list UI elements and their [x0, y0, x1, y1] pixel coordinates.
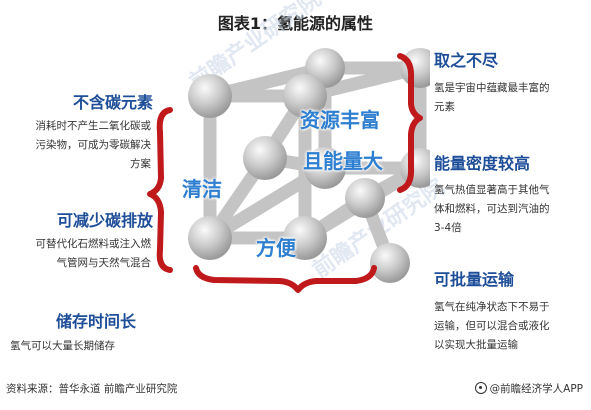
description-line: 氢气热值显著高于其他气 — [434, 184, 550, 196]
description-line: 方案 — [130, 158, 151, 170]
feature-description: 可替代化石燃料或注入燃 气管网与天然气混合 — [36, 235, 152, 273]
bottom-brace — [193, 265, 377, 293]
feature-description: 氢是宇宙中蕴藏最丰富的 元素 — [434, 79, 550, 117]
feature-heading: 可减少碳排放 — [56, 211, 153, 230]
description-line: 元素 — [434, 101, 455, 113]
description-line: 气管网与天然气混合 — [56, 257, 152, 269]
feature-description: 氢气在纯净状态下不易于 运输，但可以混合或液化 以实现大批量运输 — [434, 298, 550, 355]
description-line: 运输，但可以混合或液化 — [434, 320, 550, 332]
label-convenient: 方便 — [256, 236, 296, 260]
cube-sphere — [345, 178, 385, 218]
description-line: 体和燃料，可达到汽油的 — [434, 203, 550, 215]
label-clean: 清洁 — [182, 177, 222, 201]
cube-illustration — [188, 48, 430, 283]
description-line: 污染物，可成为零碳解决 — [35, 139, 152, 151]
description-line: 氢是宇宙中蕴藏最丰富的 — [434, 82, 550, 94]
feature-description: 氢气热值显著高于其他气 体和燃料，可达到汽油的 3-4倍 — [434, 181, 550, 238]
feature-description: 消耗时不产生二氧化碳或 污染物，可成为零碳解决 方案 — [36, 117, 152, 174]
cube-sphere — [188, 216, 232, 260]
feature-heading: 能量密度较高 — [434, 154, 531, 173]
label-rich-resources: 资源丰富 — [300, 108, 380, 132]
cube-sphere — [243, 136, 287, 180]
cube-sphere — [283, 216, 327, 260]
feature-heading: 可批量运输 — [434, 270, 515, 289]
source-note: 资料来源：普华永道 前瞻产业研究院 — [6, 383, 178, 395]
description-line: 可替代化石燃料或注入燃 — [35, 238, 152, 250]
feature-description: 氢气可以大量长期储存 — [10, 337, 115, 356]
description-line: 消耗时不产生二氧化碳或 — [35, 120, 152, 132]
feature-heading: 不含碳元素 — [72, 93, 153, 112]
brand-credit-text: @前瞻经济学人APP — [489, 383, 583, 395]
description-line: 氢气可以大量长期储存 — [10, 340, 115, 352]
brand-credit: @前瞻经济学人APP — [474, 381, 583, 396]
left-brace — [147, 107, 173, 273]
description-line: 氢气在纯净状态下不易于 — [434, 301, 550, 313]
chart-title: 图表1：氢能源的属性 — [217, 14, 374, 33]
description-line: 以实现大批量运输 — [434, 339, 518, 351]
feature-heading: 取之不尽 — [434, 51, 499, 70]
brand-logo-icon — [474, 382, 487, 394]
cube-sphere — [283, 74, 327, 118]
description-line: 3-4倍 — [434, 222, 462, 234]
cube-sphere — [304, 147, 346, 189]
feature-heading: 储存时间长 — [56, 312, 137, 331]
right-brace — [397, 53, 423, 193]
label-high-energy: 且能量大 — [303, 149, 383, 173]
cube-sphere — [188, 74, 232, 118]
cube-sphere — [370, 243, 410, 283]
